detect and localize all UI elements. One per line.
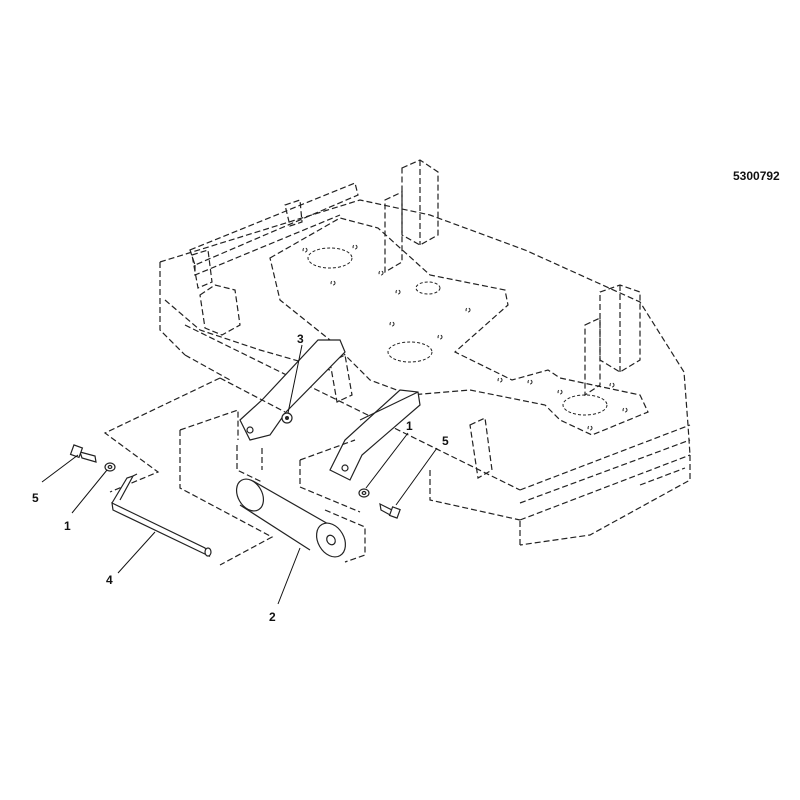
roller [235,478,347,558]
part-number-label: 5300792 [733,169,780,183]
callout-4: 4 [106,573,113,587]
callout-3: 3 [297,332,304,346]
bolt-right [379,502,401,519]
exploded-view-guides [103,377,366,566]
mower-deck-outline [159,159,691,546]
roller-shaft [111,473,212,558]
callout-1-right: 1 [406,419,413,433]
washer-right [358,488,370,498]
washer-left [104,462,116,472]
nut [281,412,293,424]
callout-5-right: 5 [442,434,449,448]
callout-5-left: 5 [32,491,39,505]
callout-2: 2 [269,610,276,624]
callout-1-left: 1 [64,519,71,533]
leader-lines [41,344,438,605]
bolt-left [69,444,97,463]
roller-mount-arm-right [329,389,421,481]
